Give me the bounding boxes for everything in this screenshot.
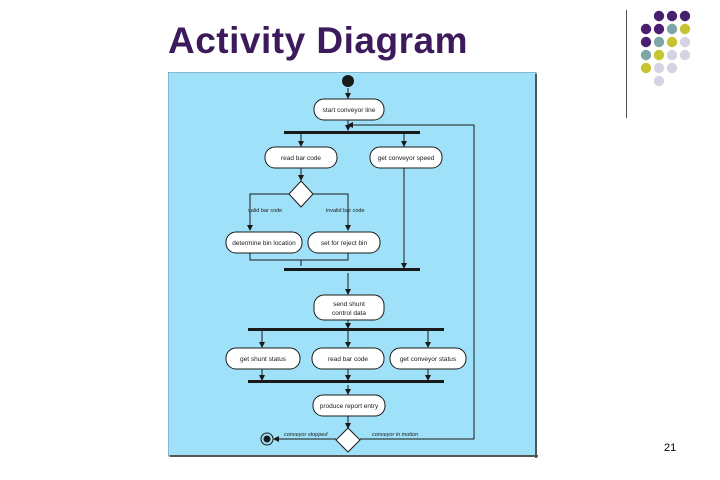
decorative-dot <box>653 75 665 87</box>
decorative-dot <box>679 23 691 35</box>
decorative-dot <box>653 49 665 61</box>
action-get-conveyor-status: get conveyor status <box>389 347 467 370</box>
decorative-dot <box>653 10 665 22</box>
decorative-dot <box>640 36 652 48</box>
action-read-bar-code-2: read bar code <box>311 347 385 370</box>
decorative-dot <box>640 62 652 74</box>
guard-conveyor-in-motion: conveyor in motion <box>372 432 418 438</box>
decorative-dot-grid <box>640 10 691 87</box>
decorative-dot <box>679 36 691 48</box>
decorative-dot <box>679 10 691 22</box>
decorative-dot <box>653 23 665 35</box>
title-divider <box>626 10 627 118</box>
activity-diagram-canvas: start conveyor line read bar code get co… <box>168 72 538 458</box>
svg-text:send shunt: send shunt <box>333 301 365 308</box>
fork-bar-2 <box>248 328 444 331</box>
end-node <box>260 432 274 446</box>
action-start-conveyor: start conveyor line <box>313 98 385 121</box>
start-node <box>342 75 354 87</box>
svg-text:get conveyor speed: get conveyor speed <box>378 155 435 162</box>
guard-invalid-bar-code: invalid bar code <box>326 208 365 214</box>
join-bar-2 <box>248 380 444 383</box>
decorative-dot <box>666 49 678 61</box>
decision-conveyor-state <box>335 427 361 453</box>
decorative-dot <box>666 10 678 22</box>
action-get-conveyor-speed-1: get conveyor speed <box>369 146 443 169</box>
svg-text:determine bin location: determine bin location <box>232 240 296 247</box>
svg-text:start conveyor line: start conveyor line <box>323 107 376 114</box>
guard-conveyor-stopped: conveyor stopped <box>284 432 328 438</box>
svg-text:produce report entry: produce report entry <box>320 403 379 410</box>
activity-diagram: start conveyor line read bar code get co… <box>168 72 540 458</box>
action-determine-bin-location: determine bin location <box>225 231 303 254</box>
svg-text:read bar code: read bar code <box>281 155 321 162</box>
decorative-dot <box>640 23 652 35</box>
svg-text:get shunt status: get shunt status <box>240 356 287 363</box>
decorative-dot <box>666 36 678 48</box>
svg-text:set for reject bin: set for reject bin <box>321 240 368 247</box>
fork-bar-1 <box>284 131 420 134</box>
action-get-shunt-status: get shunt status <box>225 347 301 370</box>
slide-title: Activity Diagram <box>168 20 468 61</box>
page-number: 21 <box>664 442 677 454</box>
decision-bar-code-valid <box>288 180 314 208</box>
decorative-dot <box>653 62 665 74</box>
join-bar-1 <box>284 268 420 271</box>
decorative-dot <box>666 62 678 74</box>
action-set-for-reject-bin: set for reject bin <box>307 231 381 254</box>
action-produce-report-entry: produce report entry <box>312 394 386 417</box>
svg-text:read bar code: read bar code <box>328 356 368 363</box>
guard-valid-bar-code: valid bar code <box>248 208 282 214</box>
decorative-dot <box>653 36 665 48</box>
decorative-dot <box>679 49 691 61</box>
action-send-shunt-control-data: send shunt control data <box>313 294 385 321</box>
decorative-dot <box>640 49 652 61</box>
svg-text:get conveyor status: get conveyor status <box>400 356 457 363</box>
action-read-bar-code-1: read bar code <box>264 146 338 169</box>
decorative-dot <box>666 23 678 35</box>
svg-text:control data: control data <box>332 310 366 317</box>
